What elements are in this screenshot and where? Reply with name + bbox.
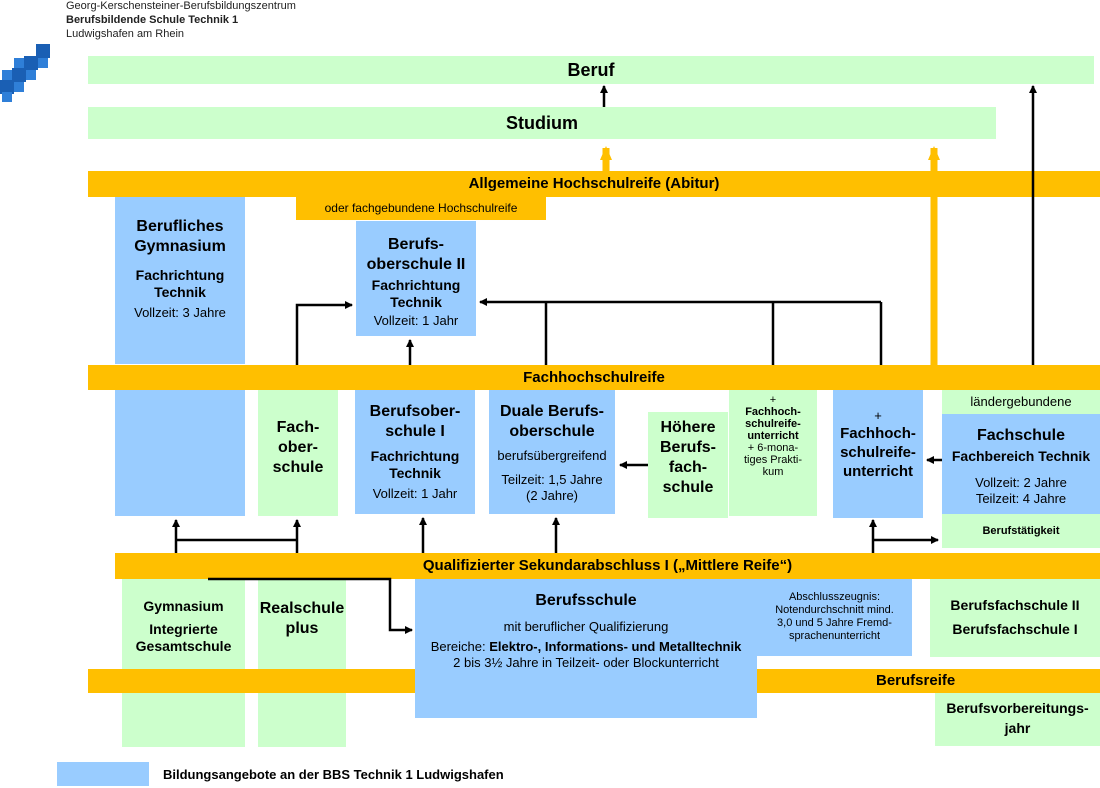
gym-l2: Integrierte [149,621,218,637]
bos1-title1: Berufsober- [369,403,461,420]
gymnasium-box: Gymnasium Integrierte Gesamtschule [122,579,245,669]
gymnasium-lower [122,693,245,747]
bvj-l2: jahr [1004,720,1031,736]
mittlere-reife-bar: Qualifizierter Sekundarabschluss I („Mit… [115,553,1100,579]
header-line1: Georg-Kerschensteiner-Berufsbildungszent… [66,0,296,12]
fup-l4: unterricht [747,430,799,442]
berufsschule-box: Berufsschule mit beruflicher Qualifizier… [415,579,757,718]
bos1-time: Vollzeit: 1 Jahr [372,486,458,501]
fu-l3: schulreife- [840,444,916,461]
fup-l1: + [769,394,777,406]
bos1-sub1: Fachrichtung [370,448,460,464]
berufsschule-duration: 2 bis 3½ Jahre in Teilzeit- oder Blockun… [453,655,719,670]
hbf-l1: Höhere [660,419,716,436]
fup-l2: Fachhoch- [745,406,801,418]
fup-l7: kum [762,466,784,478]
bfs-l2: Berufsfachschule I [952,621,1078,637]
berufsvorbereitungsjahr-box: Berufsvorbereitungs- jahr [935,693,1100,746]
bg-time: Vollzeit: 3 Jahre [134,305,226,320]
dbos-time1: Teilzeit: 1,5 Jahre [501,472,603,487]
berufsschule-sub: mit beruflicher Qualifizierung [503,619,669,634]
bg-title1: Berufliches [136,218,224,235]
bos1-sub2: Technik [389,465,441,481]
bos2-sub2: Technik [390,294,442,310]
gym-l1: Gymnasium [143,598,224,614]
dbos-sub: berufsübergreifend [497,448,607,463]
abz-l4: sprachenunterricht [788,630,881,642]
fhr-unterricht-box: + Fachhoch- schulreife- unterricht [833,390,923,518]
fachgebundene-bar: oder fachgebundene Hochschulreife [296,196,546,220]
fos-l3: schule [272,459,324,476]
fu-l4: unterricht [842,463,913,480]
fup-l6: tiges Prakti- [743,454,803,466]
bg-sub2: Technik [154,284,206,300]
duale-berufsoberschule-box: Duale Berufs- oberschule berufsübergreif… [489,390,615,514]
bos2-title2: oberschule II [366,256,466,273]
fhr-unterricht-praktikum-box: + Fachhoch- schulreife- unterricht + 6-m… [729,390,817,516]
bvj-l1: Berufsvorbereitungs- [946,700,1089,716]
berufsoberschule-2-box: Berufs- oberschule II Fachrichtung Techn… [356,221,476,336]
bereiche-prefix: Bereiche: [430,639,490,654]
bos2-sub1: Fachrichtung [371,277,461,293]
fup-l3: schulreife- [745,418,801,430]
bfs-l1: Berufsfachschule II [950,597,1080,613]
bg-sub1: Fachrichtung [135,267,225,283]
logo-graphic [0,44,50,102]
bg-title2: Gymnasium [134,238,226,255]
fos-l1: Fach- [276,419,320,436]
laendergebundene-label: ländergebundene [942,390,1100,414]
fachschule-time1: Vollzeit: 2 Jahre [975,475,1067,490]
header-city: Ludwigshafen am Rhein [66,28,185,40]
berufsfachschule-box: Berufsfachschule II Berufsfachschule I [930,579,1100,657]
hoehere-berufsfachschule-box: Höhere Berufs- fach- schule [648,412,728,518]
studium-bar: Studium [88,107,996,139]
realschule-plus-box: Realschule plus [258,579,346,669]
fachhochschulreife-bar: Fachhochschulreife [88,365,1100,390]
fup-l5: + 6-mona- [747,442,799,454]
school-logo [0,44,52,104]
fachschule-title: Fachschule [976,427,1066,444]
hbf-l4: schule [662,479,714,496]
rs-l2: plus [285,620,319,637]
realschule-lower [258,693,346,747]
abz-l1: Abschlusszeugnis: [788,591,881,603]
rs-l1: Realschule [259,600,345,617]
berufsschule-bereiche: Bereiche: Elektro-, Informations- und Me… [415,639,757,655]
fachschule-time2: Teilzeit: 4 Jahre [975,491,1067,506]
fos-l2: ober- [278,439,318,456]
legend-text: Bildungsangebote an der BBS Technik 1 Lu… [163,767,504,782]
fu-l1: + [874,408,882,423]
beruf-bar: Beruf [88,56,1094,84]
bos1-title2: schule I [385,423,445,440]
gym-l3: Gesamtschule [135,638,232,654]
fu-l2: Fachhoch- [840,425,916,442]
berufliches-gymnasium-lower [115,390,245,516]
hbf-l2: Berufs- [659,439,716,456]
abz-l2: Notendurchschnitt mind. [775,604,894,616]
berufliches-gymnasium-box: Berufliches Gymnasium Fachrichtung Techn… [115,197,245,364]
abz-l3: 3,0 und 5 Jahre Fremd- [777,617,892,629]
fachschule-sub: Fachbereich Technik [951,448,1091,464]
header-school-name: Berufsbildende Schule Technik 1 [66,14,239,26]
bos2-time: Vollzeit: 1 Jahr [373,313,459,328]
dbos-title2: oberschule [509,423,595,440]
fachschule-box: Fachschule Fachbereich Technik Vollzeit:… [942,414,1100,514]
berufsreife-label: Berufsreife [876,672,956,689]
berufstaetigkeit-box: Berufstätigkeit [942,514,1100,548]
abschlusszeugnis-box: Abschlusszeugnis: Notendurchschnitt mind… [757,579,912,656]
bos2-title1: Berufs- [387,236,444,253]
hbf-l3: fach- [668,459,708,476]
dbos-title1: Duale Berufs- [499,403,605,420]
legend-swatch [57,762,149,786]
berufsoberschule-1-box: Berufsober- schule I Fachrichtung Techni… [355,390,475,514]
dbos-time2: (2 Jahre) [525,488,579,503]
fachoberschule-box: Fach- ober- schule [258,390,338,516]
berufsschule-title: Berufsschule [535,592,637,609]
bereiche-fields: Elektro-, Informations- und Metalltechni… [489,639,742,654]
